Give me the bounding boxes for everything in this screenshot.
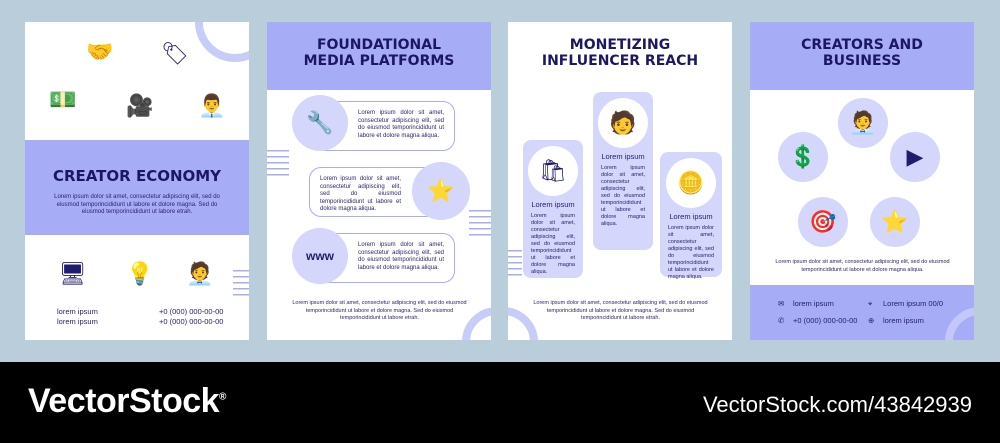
- title-band: CREATOR ECONOMY Lorem ipsum dolor sit am…: [25, 140, 249, 235]
- online-store-icon: 🛍: [528, 146, 578, 196]
- dollar-network-icon: 💲: [778, 132, 828, 182]
- coin-hand-icon: 🪙: [666, 158, 716, 208]
- card-text: Lorem ipsum dolor sit amet, consectetur …: [358, 110, 444, 139]
- phone-icon: ✆: [778, 316, 785, 325]
- settings-wrench-icon: 🔧: [292, 95, 348, 151]
- column-heading: Lorem ipsum: [531, 200, 575, 209]
- website-icon: www: [292, 228, 348, 284]
- intro-text: Lorem ipsum dolor sit amet, consectetur …: [54, 194, 220, 215]
- card-text: Lorem ipsum dolor sit amet, consectetur …: [358, 242, 444, 271]
- contact-name: lorem ipsum: [57, 307, 98, 316]
- decor-ring: [195, 22, 249, 62]
- decor-lines: [508, 250, 522, 278]
- decor-lines: [233, 270, 249, 298]
- contact-phone: +0 (000) 000-00-00: [159, 307, 224, 316]
- lightbulb-icon: 💡: [126, 261, 154, 286]
- image-id: VectorStock.com/43842939: [702, 392, 972, 417]
- monitor-money-icon: 🖥: [58, 261, 87, 286]
- brochure-title: CREATOR ECONOMY: [52, 167, 222, 185]
- contact-phone: +0 (000) 000-00-00: [159, 317, 224, 326]
- brochure-media-platforms: FOUNDATIONAL MEDIA PLATFORMS Lorem ipsum…: [267, 22, 491, 340]
- card-text: Lorem ipsum dolor sit amet, consectetur …: [320, 176, 401, 212]
- handshake-icon: 🤝: [86, 39, 114, 64]
- brochure-creators-business: CREATORS AND BUSINESS 🧑‍💼 💲 ▶ 🎯 ⭐ Lorem …: [750, 22, 974, 340]
- brochure-monetizing: MONETIZING INFLUENCER REACH 🛍 Lorem ipsu…: [508, 22, 732, 340]
- influencer-star-icon: 🧑‍💼: [186, 261, 214, 286]
- info-column: 🧑 Lorem ipsum Lorem ipsum dolor sit amet…: [593, 92, 653, 250]
- footer-text: Lorem ipsum dolor sit amet, consectetur …: [292, 300, 467, 321]
- contact-email: lorem ipsum: [793, 299, 834, 308]
- info-column: 🛍 Lorem ipsum Lorem ipsum dolor sit amet…: [523, 140, 583, 278]
- decor-lines: [267, 150, 289, 178]
- contact-address: Lorem ipsum 00/0: [883, 299, 944, 308]
- brochure-title: FOUNDATIONAL MEDIA PLATFORMS: [303, 37, 455, 69]
- influencer-icon: 🧑: [598, 98, 648, 148]
- contact-band: ✉ lorem ipsum ✆ +0 (000) 000-00-00 ⌖ Lor…: [750, 285, 974, 340]
- brochure-title: CREATORS AND BUSINESS: [801, 37, 923, 69]
- info-column: 🪙 Lorem ipsum Lorem ipsum dolor sit amet…: [660, 152, 722, 280]
- column-text: Lorem ipsum dolor sit amet, consectetur …: [601, 165, 645, 227]
- vectorstock-logo: VectorStock®: [28, 382, 226, 420]
- globe-icon: ⊕: [868, 316, 875, 325]
- decor-lines: [469, 210, 491, 238]
- creator-money-icon: 👨‍💼: [198, 93, 226, 118]
- video-price-icon: ▶: [890, 132, 940, 182]
- video-camera-icon: 🎥: [126, 93, 154, 118]
- business-star-icon: ⭐: [870, 197, 920, 247]
- contact-name: lorem ipsum: [57, 317, 98, 326]
- contact-phone: +0 (000) 000-00-00: [793, 316, 858, 325]
- brochure-creator-economy: 🤝 🏷 💵 🎥 👨‍💼 CREATOR ECONOMY Lorem ipsum …: [25, 22, 249, 340]
- column-text: Lorem ipsum dolor sit amet, consectetur …: [531, 213, 575, 275]
- video-tag-icon: 🏷: [161, 41, 189, 66]
- money-hand-icon: 💵: [49, 87, 77, 112]
- contact-web: lorem ipsum: [883, 316, 924, 325]
- watermark-bar: VectorStock® VectorStock.com/43842939: [0, 362, 1000, 443]
- strategy-icon: 🎯: [798, 197, 848, 247]
- envelope-icon: ✉: [778, 299, 785, 308]
- body-text: Lorem ipsum dolor sit amet, consectetur …: [775, 259, 950, 273]
- network-star-icon: ⭐: [412, 162, 470, 220]
- column-heading: Lorem ipsum: [601, 152, 645, 161]
- location-icon: ⌖: [868, 299, 873, 308]
- brochure-title: MONETIZING INFLUENCER REACH: [541, 37, 699, 69]
- creator-money-icon: 🧑‍💼: [838, 98, 888, 148]
- header-band: CREATORS AND BUSINESS: [750, 22, 974, 90]
- column-text: Lorem ipsum dolor sit amet, consectetur …: [668, 225, 714, 280]
- column-heading: Lorem ipsum: [669, 212, 713, 221]
- footer-text: Lorem ipsum dolor sit amet, consectetur …: [533, 300, 708, 321]
- header-band: FOUNDATIONAL MEDIA PLATFORMS: [267, 22, 491, 90]
